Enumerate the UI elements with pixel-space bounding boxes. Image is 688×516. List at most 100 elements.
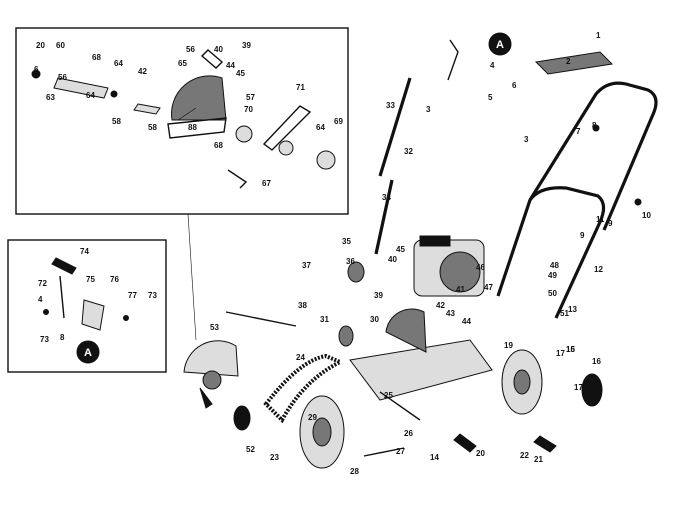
fuel-cap [419, 235, 451, 247]
callout-number: 42 [138, 67, 147, 76]
callout-number: 7 [576, 127, 581, 136]
bearing [235, 125, 253, 143]
callout-number: 68 [92, 53, 101, 62]
callout-number: 32 [404, 147, 413, 156]
callout-number: 3 [426, 105, 431, 114]
callout-number: 5 [488, 93, 493, 102]
throttle-rod [378, 77, 412, 177]
callout-number: 21 [534, 455, 543, 464]
bracket [81, 299, 105, 331]
callout-number: 75 [86, 275, 95, 284]
callout-number: 44 [226, 61, 235, 70]
callout-number: 44 [462, 317, 471, 326]
flywheel-cover [439, 251, 481, 293]
lower-handle [496, 186, 606, 319]
spindle-tube [53, 77, 109, 99]
bolt-2 [43, 309, 49, 315]
callout-number: 26 [404, 429, 413, 438]
spring-clip [227, 169, 248, 189]
callout-number: 38 [298, 301, 307, 310]
detail-badge-top: A [488, 32, 512, 56]
pulley-main [338, 325, 354, 347]
callout-number: 22 [520, 451, 529, 460]
badge-circle-top [488, 32, 512, 56]
inset-blade-detail [15, 27, 349, 215]
callout-number: 64 [316, 123, 325, 132]
callout-number: 43 [446, 309, 455, 318]
callout-number: 4 [490, 61, 495, 70]
callout-number: 58 [112, 117, 121, 126]
callout-number: 70 [244, 105, 253, 114]
spring [51, 257, 77, 275]
clip [200, 49, 224, 69]
callout-number: 45 [236, 69, 245, 78]
callout-number: 8 [60, 333, 65, 342]
callout-number: 17 [556, 349, 565, 358]
inset-frame-left [7, 239, 167, 373]
engine [413, 235, 485, 297]
callout-number: 49 [548, 271, 557, 280]
callout-number: 35 [342, 237, 351, 246]
badge-circle [76, 340, 100, 364]
callout-number: 53 [210, 323, 219, 332]
callout-number: 74 [80, 247, 89, 256]
callout-number: 8 [592, 121, 597, 130]
callout-number: 60 [56, 41, 65, 50]
callout-number: 73 [40, 335, 49, 344]
callout-number: 1 [596, 31, 601, 40]
callout-number: 51 [560, 309, 569, 318]
callout-number: 41 [456, 285, 465, 294]
callout-number: 28 [350, 467, 359, 476]
handle-bolt [592, 124, 600, 132]
washer [110, 90, 118, 98]
callout-number: 33 [386, 101, 395, 110]
callout-number: 77 [128, 291, 137, 300]
blade-guard-detail [171, 75, 227, 121]
callout-number: 58 [148, 123, 157, 132]
upper-handle [528, 81, 658, 231]
callout-number: 47 [484, 283, 493, 292]
callout-number: 23 [270, 453, 279, 462]
key [133, 103, 161, 115]
callout-number: 39 [242, 41, 251, 50]
hubcap-right [581, 373, 603, 407]
rod [59, 275, 65, 319]
callout-number: 46 [476, 263, 485, 272]
callout-number: 56 [186, 45, 195, 54]
detail-badge-a: A [76, 340, 100, 364]
callout-number: 13 [568, 305, 577, 314]
hardware [225, 124, 642, 457]
depth-rod [374, 179, 394, 255]
callout-number: 20 [36, 41, 45, 50]
hub [316, 150, 336, 170]
badge-letter-top: A [496, 39, 504, 51]
guard-base [167, 117, 227, 139]
callout-number: 37 [302, 261, 311, 270]
front-guard [183, 340, 239, 377]
front-blade-guard [183, 340, 239, 409]
callout-number: 34 [382, 193, 391, 202]
idler-pulley [347, 261, 365, 283]
spring-lower [453, 433, 477, 453]
callout-number: 72 [38, 279, 47, 288]
callout-number: 39 [374, 291, 383, 300]
axle-bar [379, 391, 421, 421]
blade-tip [199, 387, 213, 409]
callout-number: 45 [396, 245, 405, 254]
callout-number: 24 [296, 353, 305, 362]
callout-number: 31 [320, 315, 329, 324]
callout-number: 9 [608, 219, 613, 228]
bolt [123, 315, 129, 321]
callout-number: 25 [384, 391, 393, 400]
deck-plate [349, 339, 493, 401]
callout-number: 3 [524, 135, 529, 144]
callout-number: 67 [262, 179, 271, 188]
callout-number: 64 [86, 91, 95, 100]
callout-number: 11 [596, 215, 605, 224]
callout-number: 73 [148, 291, 157, 300]
callout-number: 6 [34, 65, 39, 74]
callout-number: 6 [512, 81, 517, 90]
handle-assembly: A [447, 32, 658, 319]
